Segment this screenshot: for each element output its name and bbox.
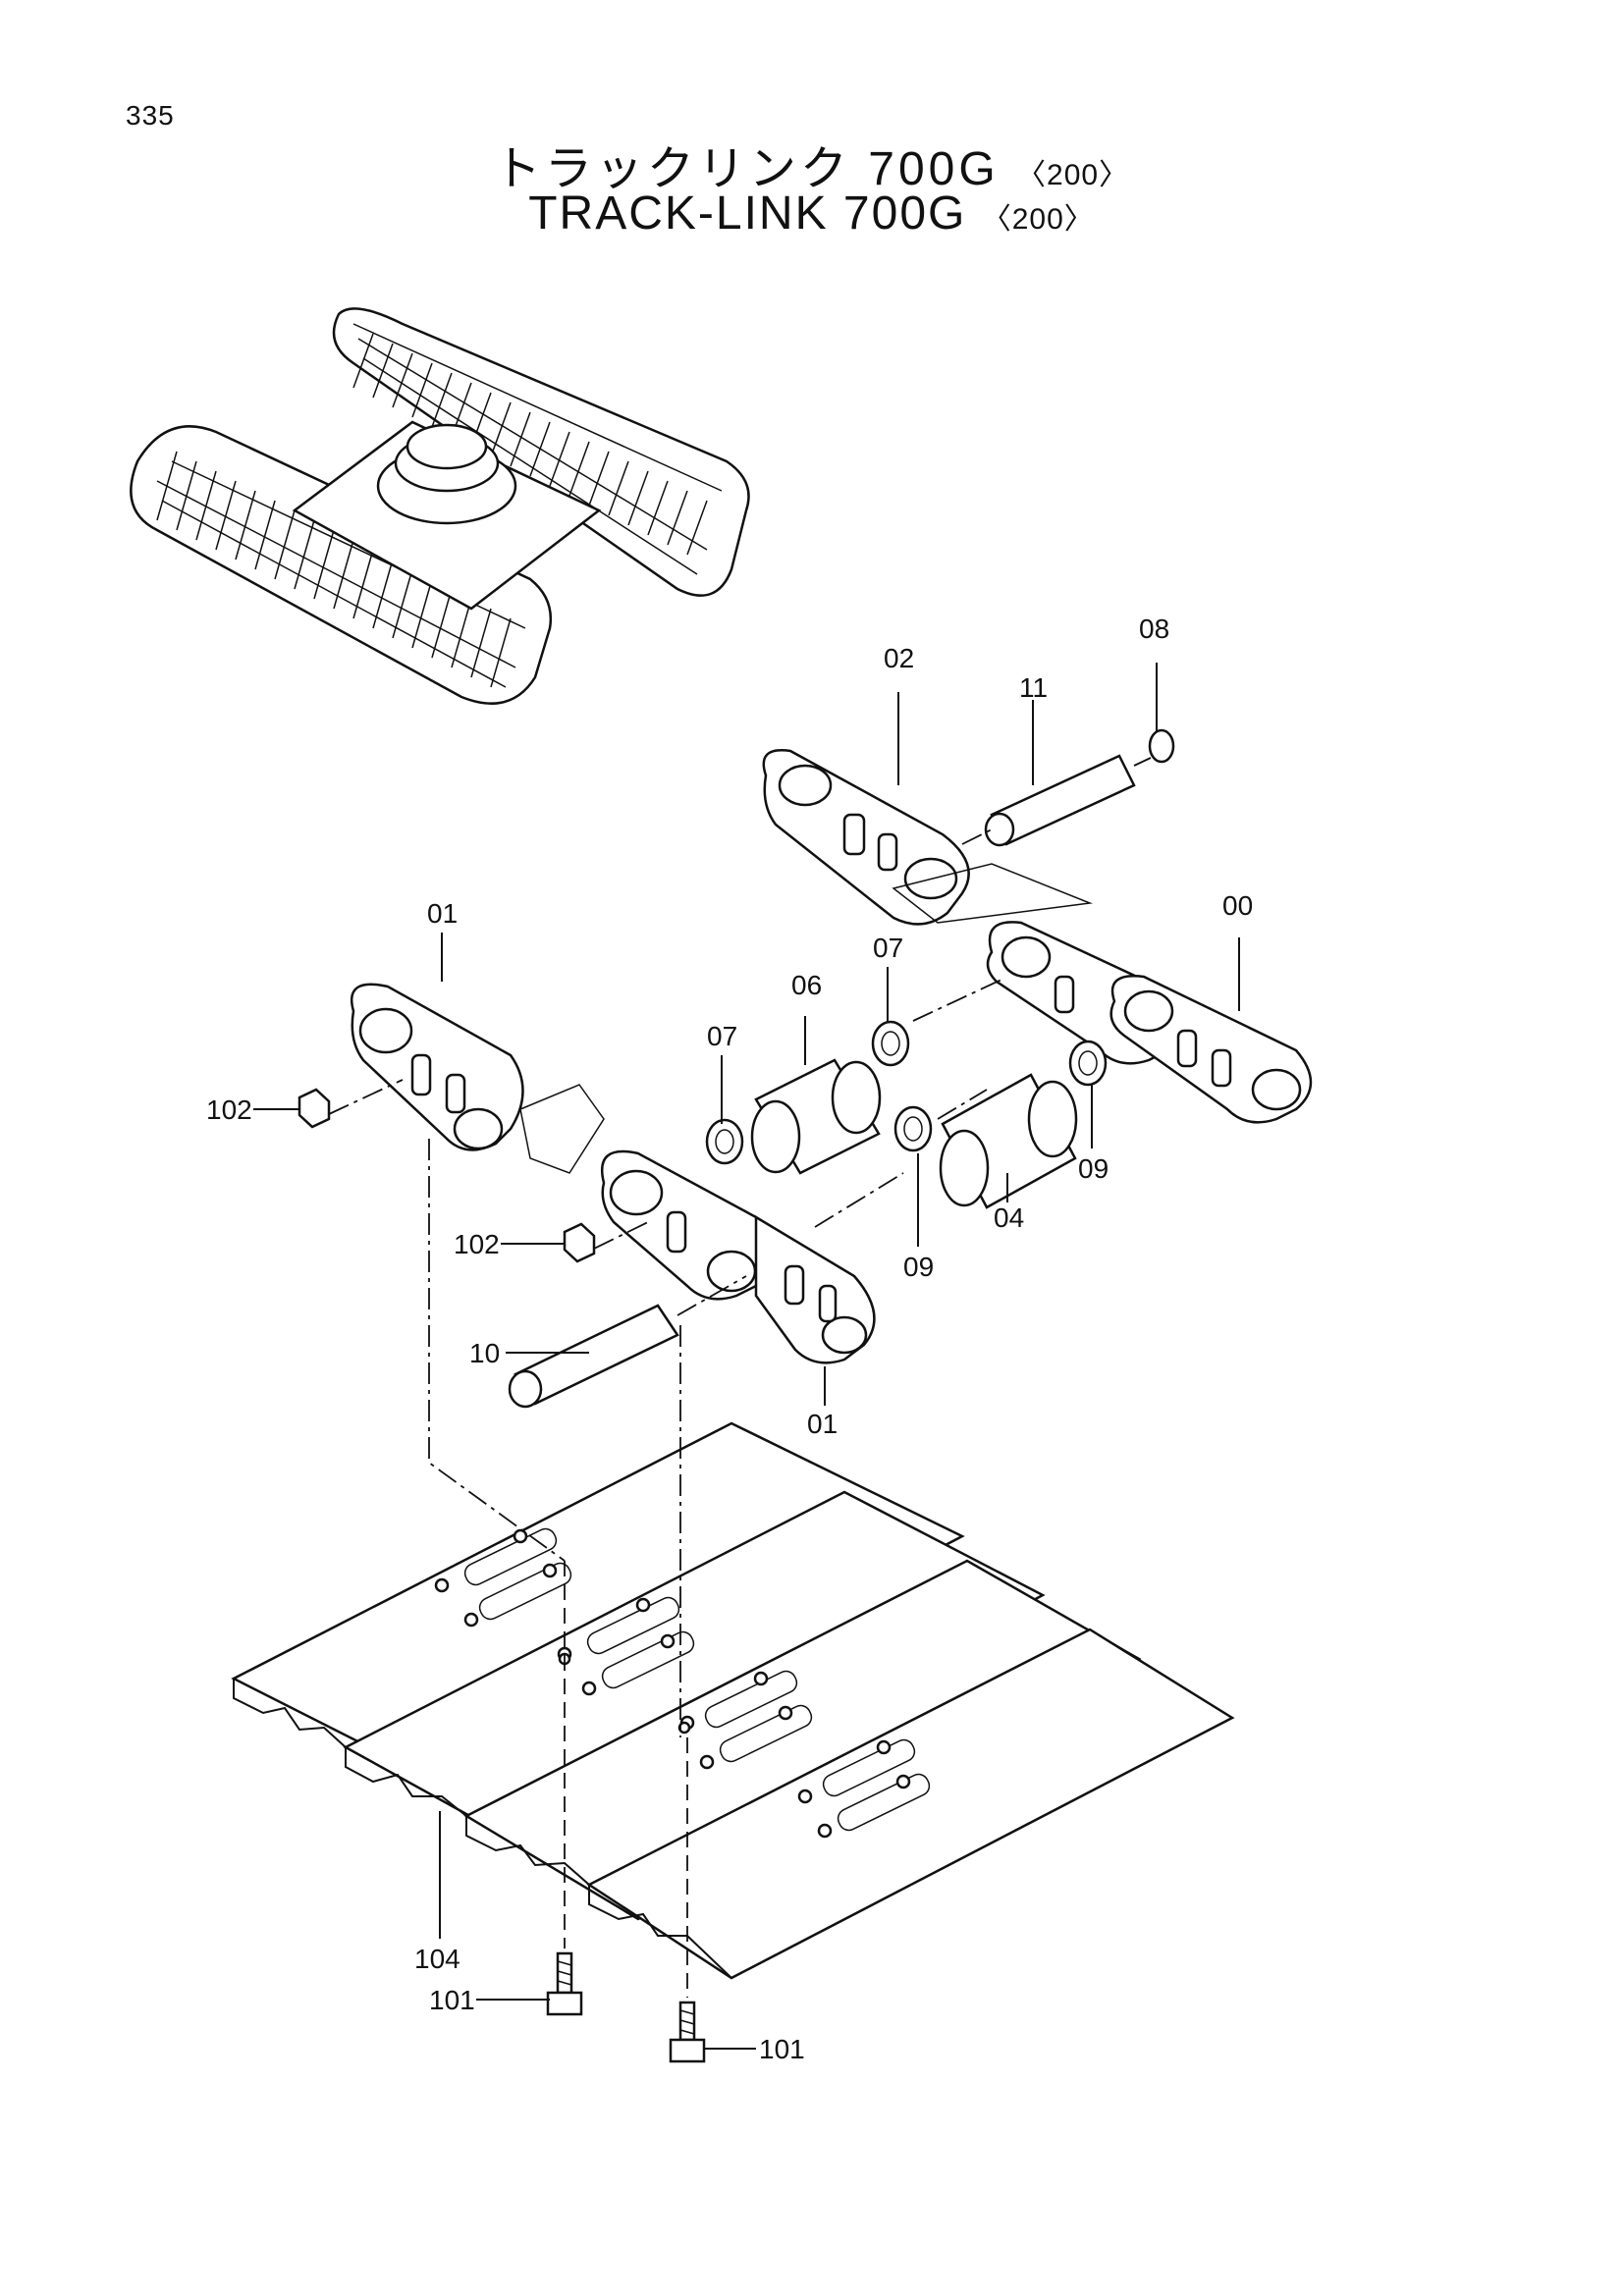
callout-04: 04 <box>994 1202 1024 1233</box>
leader-lines <box>253 663 1240 2050</box>
title-japanese-text: トラックリンク 700G <box>493 143 1000 195</box>
callout-101-right: 101 <box>759 2034 805 2064</box>
callout-101-left: 101 <box>429 1985 475 2015</box>
link-01-lower <box>601 1149 876 1364</box>
callout-07-left: 07 <box>707 1021 737 1051</box>
master-link-assembly <box>762 728 1175 926</box>
callout-02: 02 <box>884 643 914 673</box>
title-english-variant: 〈200〉 <box>981 203 1095 236</box>
title-english-text: TRACK-LINK 700G <box>528 187 967 240</box>
callout-01-upper: 01 <box>427 898 458 929</box>
assembly-lines <box>328 757 1152 1998</box>
callout-102-upper: 102 <box>206 1095 252 1125</box>
callout-10: 10 <box>469 1338 500 1368</box>
callout-09-right: 09 <box>1078 1153 1109 1184</box>
page-number: 335 <box>126 100 175 131</box>
callout-07-right: 07 <box>873 933 903 963</box>
title-english: TRACK-LINK 700G 〈200〉 <box>0 187 1623 240</box>
title-japanese: トラックリンク 700G 〈200〉 <box>0 130 1623 198</box>
callout-06: 06 <box>791 970 822 1000</box>
callout-labels: 02 11 08 00 01 07 06 07 102 09 04 09 102… <box>206 614 1253 2064</box>
callout-11: 11 <box>1019 672 1048 703</box>
separator-plate-left <box>519 1084 605 1174</box>
callout-00: 00 <box>1222 890 1253 921</box>
title-japanese-variant: 〈200〉 <box>1016 159 1130 191</box>
callout-08: 08 <box>1139 614 1169 644</box>
bushings-and-seals <box>705 1020 1108 1209</box>
pin-10 <box>508 1304 679 1409</box>
link-01-upper <box>351 983 524 1151</box>
callout-104: 104 <box>414 1944 460 1974</box>
callout-102-lower: 102 <box>454 1229 500 1259</box>
link-pair-00 <box>986 921 1313 1124</box>
track-shoes-104 <box>231 1421 1235 1980</box>
callout-01-lower: 01 <box>807 1409 838 1439</box>
nuts-102 <box>298 1088 596 1263</box>
bolts-101 <box>546 1951 706 2063</box>
undercarriage-overview <box>130 307 750 705</box>
track-shoe-hatching <box>156 333 708 688</box>
callout-09-left: 09 <box>903 1252 934 1282</box>
